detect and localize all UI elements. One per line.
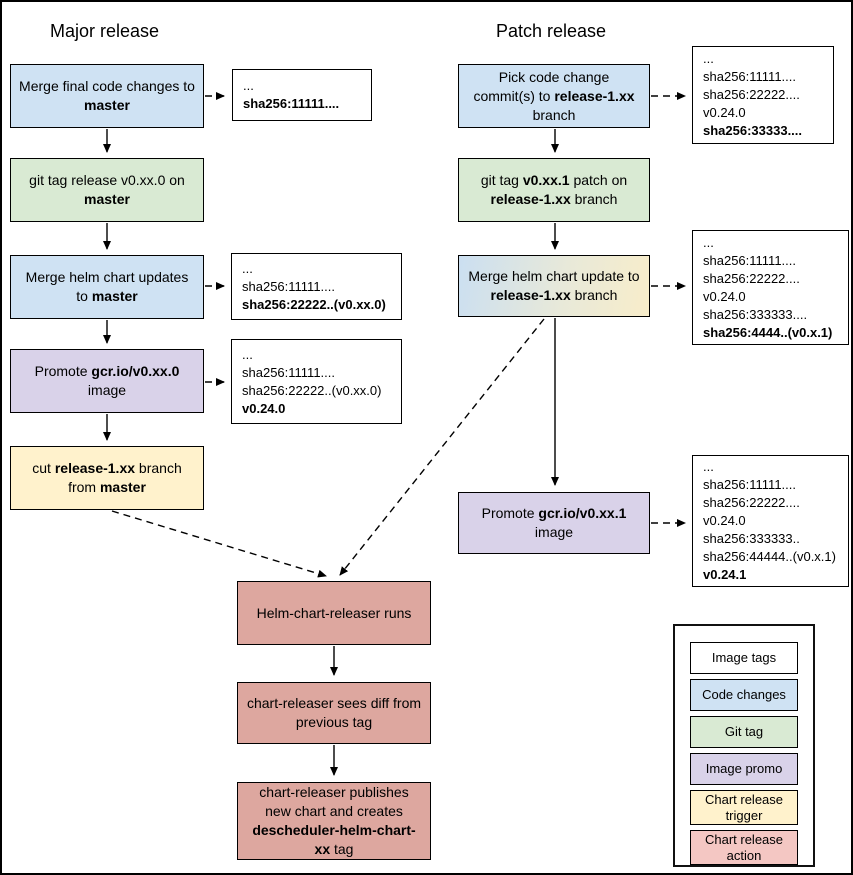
sha-line: sha256:333333.... [703,306,808,322]
bold-text-segment: master [84,97,130,113]
bold-text-segment: release-1.xx [54,460,136,476]
legend-item-image-tags: Image tags [690,642,798,674]
text-segment: Merge final code changes to [19,78,195,94]
sha-line: ... [242,346,253,362]
bold-text-segment: descheduler-helm-chart-xx [252,822,416,857]
major-release-title: Major release [50,21,160,41]
text-segment: Merge helm chart updates to [25,269,189,304]
sha-line: sha256:22222.... [703,87,800,102]
bold-text-segment: release-1.xx [490,287,571,303]
legend-item-code-changes: Code changes [690,679,798,711]
legend-item-chart-release-action: Chart release action [690,830,798,865]
bold-text-segment: release-1.xx [554,87,635,104]
bold-text-segment: master [99,479,146,495]
text-segment: Helm-chart-releaser runs [256,604,412,621]
flow-box-pick-code-change: Pick code change commit(s) to release-1.… [458,64,650,128]
flow-box-label: chart-releaser sees diff from previous t… [246,694,422,732]
text-segment: image [534,524,574,540]
text-segment: Pick code change commit(s) to [473,68,610,104]
flow-box-merge-final-code: Merge final code changes to master [10,64,204,128]
flow-box-label: Merge helm chart update to release-1.xx … [467,267,641,305]
text-segment: branch from [68,460,182,495]
flow-box-label: git tag release v0.xx.0 on master [19,171,195,209]
flow-box-label: Merge helm chart updates to master [19,268,195,306]
text-segment: branch [570,287,618,303]
sha-box-sha-promote-major: ... sha256:11111.... sha256:22222..(v0.xx.… [231,339,402,424]
sha-line: v0.24.0 [703,513,746,528]
bold-text-segment: gcr.io/v0.xx.1 [538,505,627,521]
sha-line: sha256:11111.... [703,252,796,268]
legend-item-image-promo: Image promo [690,753,798,785]
legend-item-chart-release-trigger: Chart release trigger [690,790,798,825]
sha-box-sha-promote-patch: ... sha256:11111.... sha256:22222.... v0.24… [692,455,849,587]
text-segment: Promote [34,363,92,379]
flow-box-label: Pick code change commit(s) to release-1.… [467,68,641,125]
text-segment: cut [32,460,55,476]
flow-box-promote-image-patch: Promote gcr.io/v0.xx.1 image [458,492,650,554]
sha-line: ... [703,234,714,250]
flow-box-git-tag-major: git tag release v0.xx.0 on master [10,158,204,222]
sha-box-sha-pick-code-change: ... sha256:11111.... sha256:22222.... v0.24… [692,46,834,144]
bold-text-segment: master [91,288,138,304]
text-segment: image [87,382,127,398]
sha-line: ... [242,260,253,276]
sha-line: sha256:11111.... [703,69,796,84]
flow-box-label: git tag v0.xx.1 patch on release-1.xx br… [467,171,641,209]
sha-line: sha256:333333.. [703,531,800,546]
sha-line: v0.24.0 [703,105,746,120]
flow-box-chart-releaser-publishes: chart-releaser publishes new chart and c… [237,782,431,860]
flow-box-label: Merge final code changes to master [19,77,195,115]
text-segment: git tag release v0.xx.0 on [29,172,185,188]
flow-box-label: cut release-1.xx branch from master [19,459,195,497]
bold-text-segment: v0.xx.1 [522,172,570,188]
bold-text-segment: master [84,191,130,207]
flow-box-label: Helm-chart-releaser runs [257,604,412,623]
sha-line: ... [243,78,254,93]
text-segment: branch [532,106,576,123]
legend-item-git-tag: Git tag [690,716,798,748]
sha-line: sha256:33333.... [703,123,803,138]
flow-box-helm-chart-releaser-runs: Helm-chart-releaser runs [237,581,431,645]
sha-line: v0.24.0 [242,400,286,416]
sha-line: sha256:11111.... [243,96,340,111]
sha-line: sha256:11111.... [703,477,796,492]
text-segment: git tag [480,172,523,188]
sha-line: v0.24.1 [703,567,747,582]
text-segment: chart-releaser sees diff from previous t… [246,695,422,730]
sha-line: v0.24.0 [703,288,746,304]
dashed-arrow [111,510,327,578]
sha-box-sha-merge-helm-release: ... sha256:11111.... sha256:22222.... v0.24… [692,230,849,345]
text-segment: Merge helm chart update to [468,268,640,284]
bold-text-segment: release-1.xx [490,191,571,207]
flow-box-label: Promote gcr.io/v0.xx.1 image [467,504,641,542]
text-segment: patch on [569,172,628,188]
sha-line: sha256:11111.... [242,278,335,294]
text-segment: chart-releaser publishes new chart and c… [259,784,409,819]
sha-line: sha256:22222..(v0.xx.0) [242,296,386,312]
sha-line: sha256:22222.... [703,270,800,286]
flow-box-cut-release-branch: cut release-1.xx branch from master [10,446,204,510]
flow-box-merge-helm-chart-release: Merge helm chart update to release-1.xx … [458,255,650,317]
flow-box-promote-image-major: Promote gcr.io/v0.xx.0 image [10,349,204,413]
sha-line: ... [703,459,714,474]
sha-line: sha256:44444..(v0.x.1) [703,549,836,564]
flow-box-label: chart-releaser publishes new chart and c… [246,783,422,859]
flow-box-label: Promote gcr.io/v0.xx.0 image [19,362,195,400]
sha-line: sha256:4444..(v0.x.1) [703,324,833,340]
text-segment: branch [570,191,618,207]
patch-release-title: Patch release [496,21,607,41]
flow-box-chart-releaser-sees-diff: chart-releaser sees diff from previous t… [237,682,431,744]
sha-line: sha256:22222.... [703,495,800,510]
text-segment: Promote [481,505,539,521]
sha-line: ... [703,51,714,66]
sha-line: sha256:11111.... [242,364,335,380]
sha-line: sha256:22222..(v0.xx.0) [242,382,382,398]
flow-box-merge-helm-chart-master: Merge helm chart updates to master [10,255,204,319]
sha-box-sha-merge-final-code: ... sha256:11111.... [232,69,372,121]
text-segment: tag [330,841,354,857]
flow-box-git-tag-patch: git tag v0.xx.1 patch on release-1.xx br… [458,158,650,222]
sha-box-sha-merge-helm-master: ... sha256:11111.... sha256:22222..(v0.xx.… [231,253,402,320]
bold-text-segment: gcr.io/v0.xx.0 [91,363,180,379]
